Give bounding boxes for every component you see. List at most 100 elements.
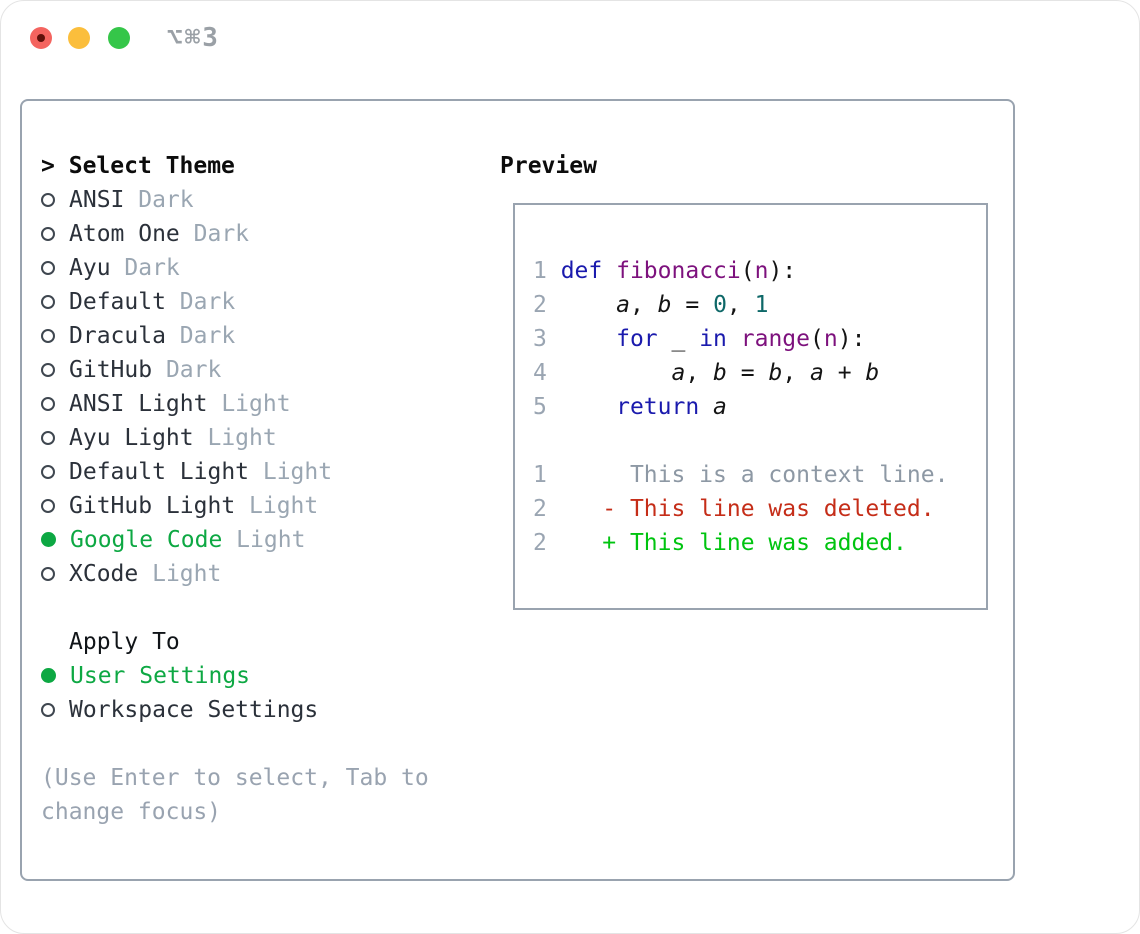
code-token: = — [671, 292, 714, 318]
theme-variant: Light — [207, 391, 291, 417]
radio-icon — [41, 329, 55, 343]
code-token: ( — [740, 258, 755, 284]
radio-icon — [41, 465, 55, 479]
apply-to-option-label: Workspace Settings — [69, 697, 319, 723]
code-token: fibonacci — [616, 258, 741, 284]
minimize-button[interactable] — [68, 27, 90, 49]
theme-name: Dracula — [69, 323, 166, 349]
line-number: 1 — [533, 462, 561, 488]
spacer-row — [41, 591, 429, 625]
theme-name: XCode — [69, 561, 139, 587]
theme-name: ANSI Light — [69, 391, 208, 417]
apply-to-header: Apply To — [69, 629, 180, 655]
theme-option[interactable]: Dracula Dark — [41, 319, 429, 353]
theme-option[interactable]: GitHub Dark — [41, 353, 429, 387]
line-number — [533, 428, 547, 454]
radio-icon — [41, 193, 55, 207]
code-token — [561, 292, 616, 318]
radio-icon — [41, 567, 55, 581]
code-token: _ — [657, 326, 700, 352]
code-token: n — [823, 326, 838, 352]
theme-option[interactable]: XCode Light — [41, 557, 429, 591]
maximize-button[interactable] — [108, 27, 130, 49]
close-button[interactable] — [30, 27, 52, 49]
code-line: 2 + This line was added. — [533, 526, 986, 560]
code-line — [533, 424, 986, 458]
code-token: , — [726, 292, 755, 318]
code-line: 1 This is a context line. — [533, 458, 986, 492]
theme-variant: Light — [249, 459, 333, 485]
code-token: b — [713, 360, 727, 386]
code-token: + This line was added. — [560, 530, 907, 556]
line-number: 3 — [533, 326, 561, 352]
line-number: 2 — [533, 496, 561, 522]
code-token: range — [740, 326, 810, 352]
theme-option[interactable]: Default Dark — [41, 285, 429, 319]
select-theme-header: > Select Theme — [41, 149, 429, 183]
code-token: a — [810, 360, 824, 386]
code-token: b — [657, 292, 672, 318]
code-token: , — [782, 360, 811, 386]
theme-variant: Light — [138, 561, 222, 587]
code-token: = — [726, 360, 769, 386]
code-token: a — [671, 360, 686, 386]
code-token: + — [823, 360, 866, 386]
theme-option[interactable]: Atom One Dark — [41, 217, 429, 251]
code-token: 0 — [713, 292, 727, 318]
theme-name: GitHub Light — [69, 493, 236, 519]
apply-to-option-label: User Settings — [70, 663, 251, 689]
theme-name: Atom One — [69, 221, 180, 247]
radio-icon — [41, 499, 55, 513]
code-line: 5 return a — [533, 390, 986, 424]
preview-title: Preview — [500, 153, 597, 179]
code-token — [602, 258, 616, 284]
theme-option[interactable]: Ayu Dark — [41, 251, 429, 285]
theme-name: GitHub — [69, 357, 153, 383]
code-token: ( — [810, 326, 824, 352]
theme-option[interactable]: Google Code Light — [41, 523, 429, 557]
theme-variant: Dark — [124, 187, 194, 213]
titlebar: ⌥⌘3 — [1, 1, 1139, 76]
code-token: This is a context line. — [560, 462, 949, 488]
help-text-line1: (Use Enter to select, Tab to — [41, 765, 429, 791]
theme-variant: Dark — [165, 323, 236, 349]
code-line: 2 - This line was deleted. — [533, 492, 986, 526]
code-token: ): — [768, 258, 797, 284]
code-token: , — [629, 292, 658, 318]
radio-selected-icon — [41, 532, 56, 547]
radio-selected-icon — [41, 668, 56, 683]
window-title: ⌥⌘3 — [167, 23, 220, 53]
radio-icon — [41, 397, 55, 411]
theme-option[interactable]: ANSI Dark — [41, 183, 429, 217]
theme-variant: Dark — [152, 357, 222, 383]
code-token — [699, 394, 713, 420]
code-token — [561, 394, 616, 420]
theme-option[interactable]: ANSI Light Light — [41, 387, 429, 421]
radio-icon — [41, 431, 55, 445]
theme-variant: Light — [193, 425, 277, 451]
apply-to-option[interactable]: Workspace Settings — [41, 693, 429, 727]
select-theme-label: Select Theme — [68, 153, 235, 179]
apply-to-option[interactable]: User Settings — [41, 659, 429, 693]
theme-option[interactable]: Ayu Light Light — [41, 421, 429, 455]
theme-option[interactable]: GitHub Light Light — [41, 489, 429, 523]
code-line: 1 def fibonacci(n): — [533, 254, 986, 288]
code-token: , — [685, 360, 714, 386]
theme-variant: Light — [222, 527, 306, 553]
code-line: 2 a, b = 0, 1 — [533, 288, 986, 322]
theme-variant: Light — [235, 493, 319, 519]
theme-option[interactable]: Default Light Light — [41, 455, 429, 489]
radio-icon — [41, 703, 55, 717]
code-token: a — [713, 394, 727, 420]
theme-name: Default — [69, 289, 166, 315]
line-number: 2 — [533, 530, 561, 556]
radio-icon — [41, 295, 55, 309]
radio-icon — [41, 261, 55, 275]
code-token — [727, 326, 741, 352]
cursor-icon: > — [41, 153, 55, 179]
code-token: return — [616, 394, 700, 420]
theme-name: Ayu — [69, 255, 111, 281]
